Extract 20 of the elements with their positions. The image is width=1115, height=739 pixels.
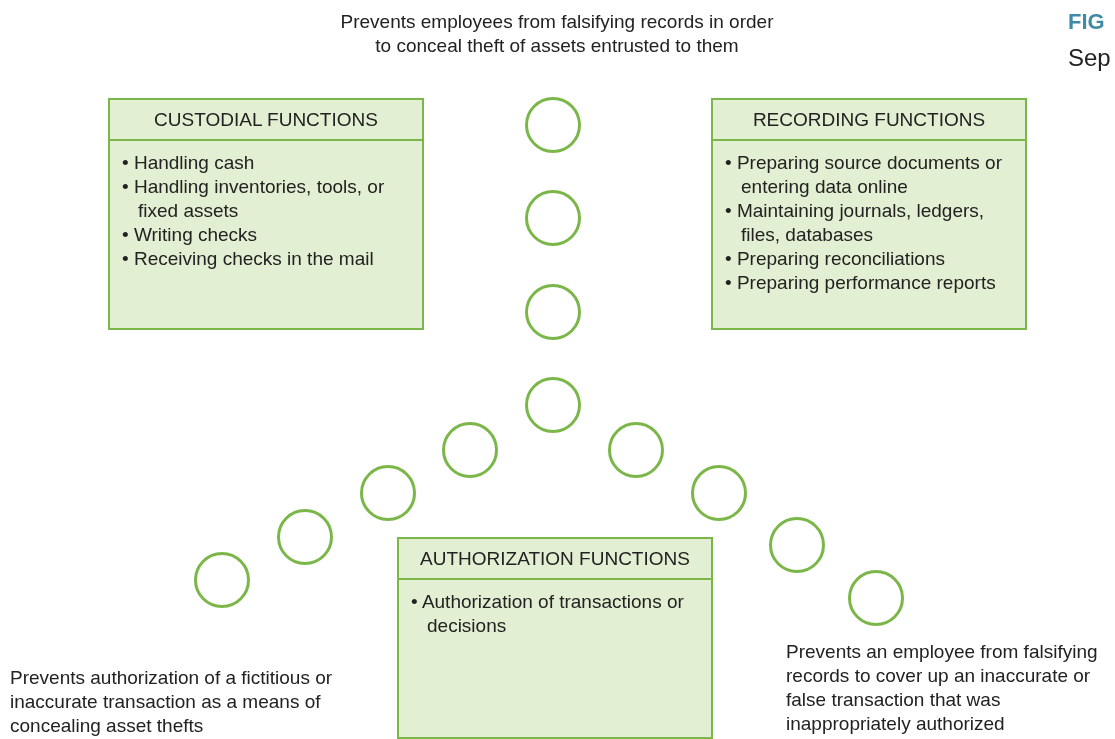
- bullet-item: • Writing checks: [121, 223, 259, 247]
- box-heading: CUSTODIAL FUNCTIONS: [110, 100, 422, 141]
- function-box: [711, 98, 1027, 330]
- bullet-item: • Maintaining journals, ledgers, files, databases: [724, 199, 986, 247]
- bullet-item: • Authorization of transactions or decisions: [410, 590, 685, 638]
- box-heading: RECORDING FUNCTIONS: [713, 100, 1025, 141]
- bullet-item: • Preparing source documents or entering data online: [724, 151, 1003, 199]
- bullet-item: • Handling inventories, tools, or fixed assets: [121, 175, 386, 223]
- bullet-item: • Preparing reconciliations: [724, 247, 946, 271]
- note-text: Prevents an employee from falsifying records to cover up an inaccurate or false transaction that was inappropriately authorized: [786, 640, 1099, 736]
- figure-caption: Sep: [1068, 46, 1112, 70]
- function-box: [108, 98, 424, 330]
- bullet-item: • Handling cash: [121, 151, 256, 175]
- function-box: [397, 537, 713, 739]
- note-text: Prevents authorization of a fictitious or inaccurate transaction as a means of concealing asset thefts: [10, 666, 334, 738]
- note-text: Prevents employees from falsifying records in order to conceal theft of assets entrusted to them: [339, 10, 775, 58]
- bullet-item: • Receiving checks in the mail: [121, 247, 375, 271]
- box-heading: AUTHORIZATION FUNCTIONS: [399, 539, 711, 580]
- figure-label: FIG: [1068, 10, 1106, 34]
- bullet-item: • Preparing performance reports: [724, 271, 997, 295]
